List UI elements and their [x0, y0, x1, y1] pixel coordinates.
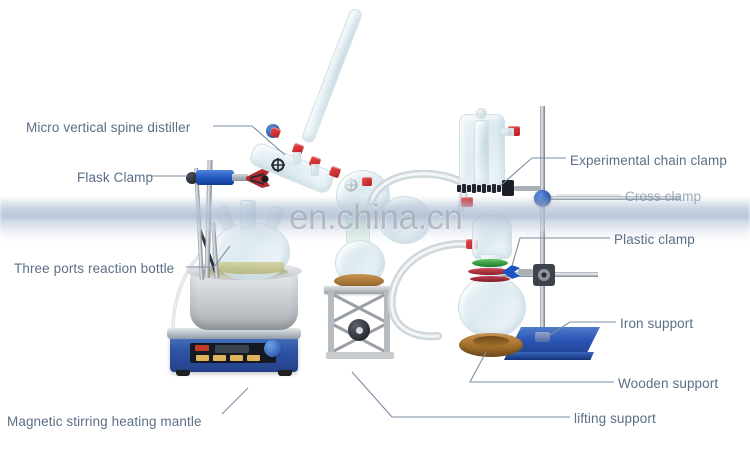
- label-iron-support: Iron support: [620, 316, 694, 331]
- leader-lifting-support: [351, 371, 570, 418]
- stirrer-display: [215, 345, 249, 353]
- label-plastic-clamp: Plastic clamp: [614, 232, 695, 247]
- label-magnetic-stirring-heating-mantle: Magnetic stirring heating mantle: [7, 414, 202, 429]
- receiving-flask-red-ring-1: [468, 268, 510, 275]
- label-experimental-chain-clamp: Experimental chain clamp: [570, 153, 727, 168]
- stirrer-button-1[interactable]: [196, 355, 209, 361]
- middle-cork-ring: [334, 274, 384, 288]
- label-lifting-support: lifting support: [574, 411, 656, 426]
- wooden-support-cork-hole: [473, 336, 509, 346]
- flask-clamp-shaft: [232, 174, 248, 181]
- reaction-flask-left-neck: [214, 204, 237, 232]
- plastic-clamp-icon[interactable]: [500, 262, 534, 282]
- lifting-support-scissor-icon: [326, 292, 394, 359]
- stirrer-speed-knob[interactable]: [264, 340, 281, 357]
- stirrer-foot-right: [278, 370, 292, 376]
- vacuum-hose-lower-icon: [387, 239, 472, 341]
- iron-support-base-edge: [504, 352, 594, 360]
- receiving-flask-red-ring-2: [470, 276, 510, 282]
- stirrer-button-2[interactable]: [213, 355, 226, 361]
- lifting-support-knob-center: [356, 327, 363, 334]
- cold-trap-side-arm: [500, 128, 514, 136]
- label-cross-clamp: Cross clamp: [625, 189, 702, 204]
- flask-clamp-jaws-icon: [246, 169, 270, 188]
- label-flask-clamp: Flask Clamp: [77, 170, 154, 185]
- cross-clamp-knob[interactable]: [534, 190, 551, 207]
- stirrer-display-red-led: [195, 345, 209, 351]
- middle-port-cap: [362, 177, 372, 186]
- distiller-stopcock-icon[interactable]: [268, 156, 288, 174]
- receiving-flask-bulb: [458, 276, 526, 338]
- flask-clamp-knob-black[interactable]: [186, 172, 198, 184]
- reaction-flask-center-neck: [240, 200, 256, 230]
- cold-trap-knob-top: [476, 108, 487, 119]
- iron-support-vertical-rod: [540, 106, 545, 340]
- stirrer-top-plate: [167, 328, 301, 339]
- flask-clamp-body: [196, 170, 234, 185]
- vacuum-hose-upper-icon: [367, 169, 468, 212]
- receiving-flask-green-ring: [472, 259, 508, 267]
- stirrer-button-3[interactable]: [230, 355, 243, 361]
- stirrer-button-4[interactable]: [247, 355, 260, 361]
- receiving-flask-upper-neck: [472, 215, 512, 259]
- distiller-port-stem-2: [293, 152, 301, 164]
- label-three-ports-reaction-bottle: Three ports reaction bottle: [14, 261, 175, 276]
- distiller-port-stem-3: [311, 164, 319, 176]
- distiller-spine-tube: [300, 7, 364, 145]
- lifting-support-platform: [324, 286, 396, 294]
- reaction-flask-liquid: [216, 262, 284, 274]
- cold-trap-side-cap: [508, 126, 520, 136]
- reaction-flask-right-neck: [263, 204, 286, 232]
- label-wooden-support: Wooden support: [618, 376, 719, 391]
- lower-cross-clamp-icon[interactable]: [531, 262, 557, 288]
- label-micro-vertical-spine-distiller: Micro vertical spine distiller: [26, 120, 191, 135]
- watermark: en.china.cn: [289, 198, 463, 237]
- leader-magnetic-stirring-heating-mantle: [221, 387, 249, 415]
- stirrer-foot-left: [176, 370, 190, 376]
- iron-support-rod-collar: [535, 332, 550, 342]
- cold-trap-inner-tube: [474, 120, 489, 188]
- experimental-chain-clamp-icon[interactable]: [457, 178, 543, 200]
